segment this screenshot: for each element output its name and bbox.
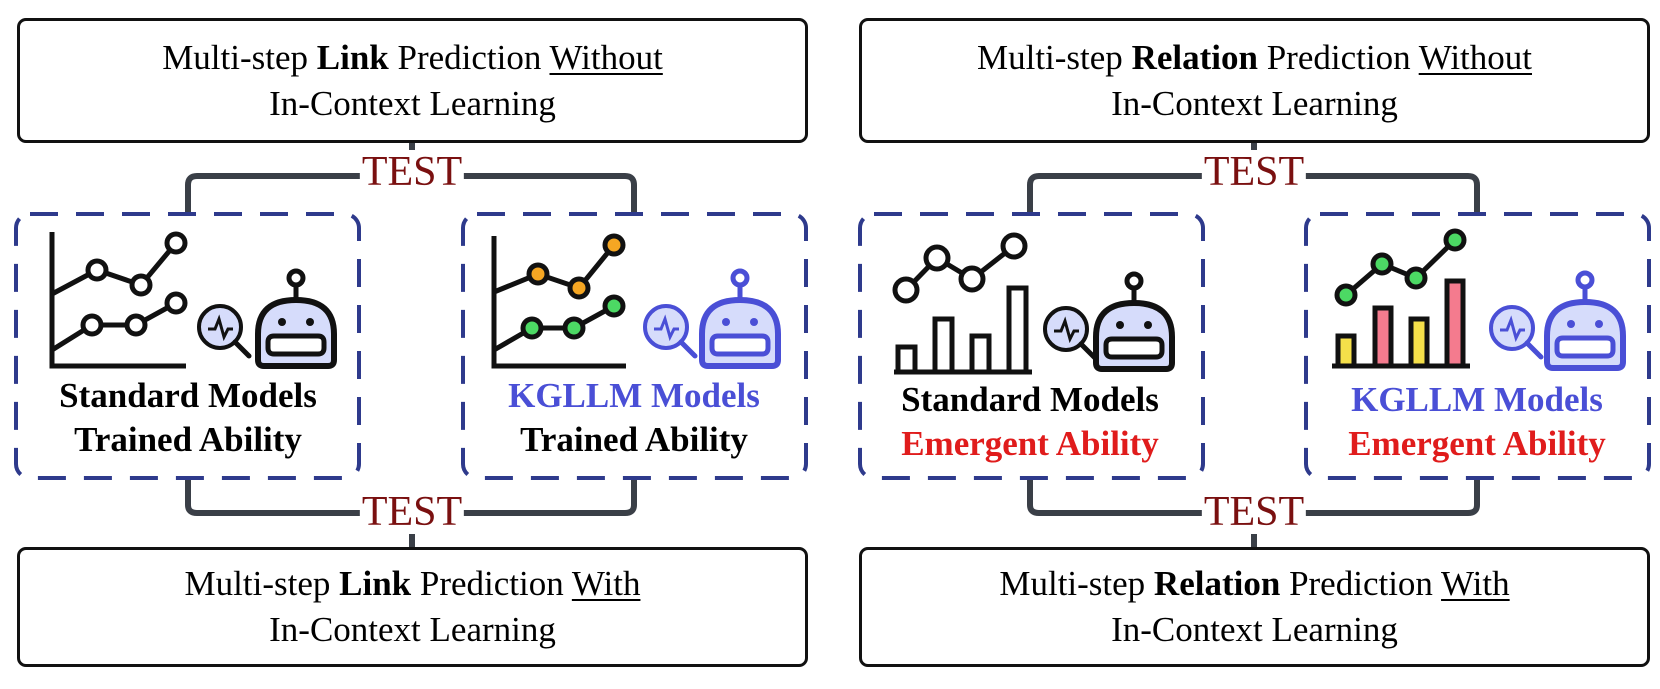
right-top-task-box: Multi-step Relation Prediction Without I…	[859, 18, 1650, 143]
task-text: Multi-step	[162, 37, 317, 77]
left-standard-ability: Trained Ability	[74, 420, 302, 459]
task-text: Prediction	[388, 37, 550, 77]
task-keyword: Relation	[1131, 37, 1258, 77]
right-bottom-task-box: Multi-step Relation Prediction With In-C…	[859, 547, 1650, 667]
line-chart-icon	[49, 231, 188, 369]
task-condition: With	[1441, 564, 1510, 603]
task-text: Prediction	[1280, 564, 1442, 603]
task-text: Multi-step	[999, 564, 1154, 603]
robot-icon	[258, 271, 334, 366]
magnifier-icon	[1491, 307, 1541, 357]
task-subtitle: In-Context Learning	[269, 610, 556, 649]
magnifier-icon	[199, 306, 249, 356]
task-condition: Without	[549, 37, 663, 77]
task-text: Prediction	[1257, 37, 1419, 77]
task-text: Multi-step	[976, 37, 1132, 77]
magnifier-icon	[645, 306, 695, 356]
task-text: Multi-step	[184, 564, 340, 603]
task-condition: Without	[1418, 37, 1532, 77]
right-test-label-top: TEST	[1201, 149, 1307, 195]
task-keyword: Link	[339, 564, 412, 603]
robot-icon	[702, 271, 778, 366]
line-chart-icon	[491, 233, 626, 369]
left-kgllm-ability: Trained Ability	[520, 420, 748, 459]
right-kgllm-ability: Emergent Ability	[1348, 424, 1606, 463]
bar-chart-icon	[892, 232, 1032, 375]
task-subtitle: In-Context Learning	[1111, 610, 1398, 649]
task-text: Prediction	[411, 564, 572, 603]
right-kgllm-frame	[1304, 212, 1651, 480]
right-test-label-bottom: TEST	[1201, 489, 1307, 535]
bar-chart-icon	[1332, 228, 1470, 369]
task-keyword: Relation	[1153, 564, 1281, 603]
left-standard-frame	[14, 212, 361, 480]
left-kgllm-frame	[461, 212, 808, 480]
right-standard-model-name: Standard Models	[901, 380, 1159, 419]
magnifier-icon	[1045, 308, 1095, 358]
right-standard-frame	[858, 212, 1205, 480]
task-keyword: Link	[316, 37, 389, 77]
left-top-task-box: Multi-step Link Prediction Without In-Co…	[17, 18, 808, 143]
left-test-label-bottom: TEST	[359, 489, 465, 535]
left-standard-model-name: Standard Models	[59, 376, 317, 415]
left-test-label-top: TEST	[359, 149, 465, 195]
right-kgllm-model-name: KGLLM Models	[1351, 380, 1603, 419]
right-standard-ability: Emergent Ability	[901, 424, 1159, 463]
task-subtitle: In-Context Learning	[1111, 83, 1398, 123]
task-condition: With	[571, 564, 641, 603]
robot-icon	[1096, 274, 1172, 369]
task-subtitle: In-Context Learning	[269, 83, 556, 123]
left-bottom-task-box: Multi-step Link Prediction With In-Conte…	[17, 547, 808, 667]
left-kgllm-model-name: KGLLM Models	[508, 376, 760, 415]
robot-icon	[1547, 273, 1623, 368]
